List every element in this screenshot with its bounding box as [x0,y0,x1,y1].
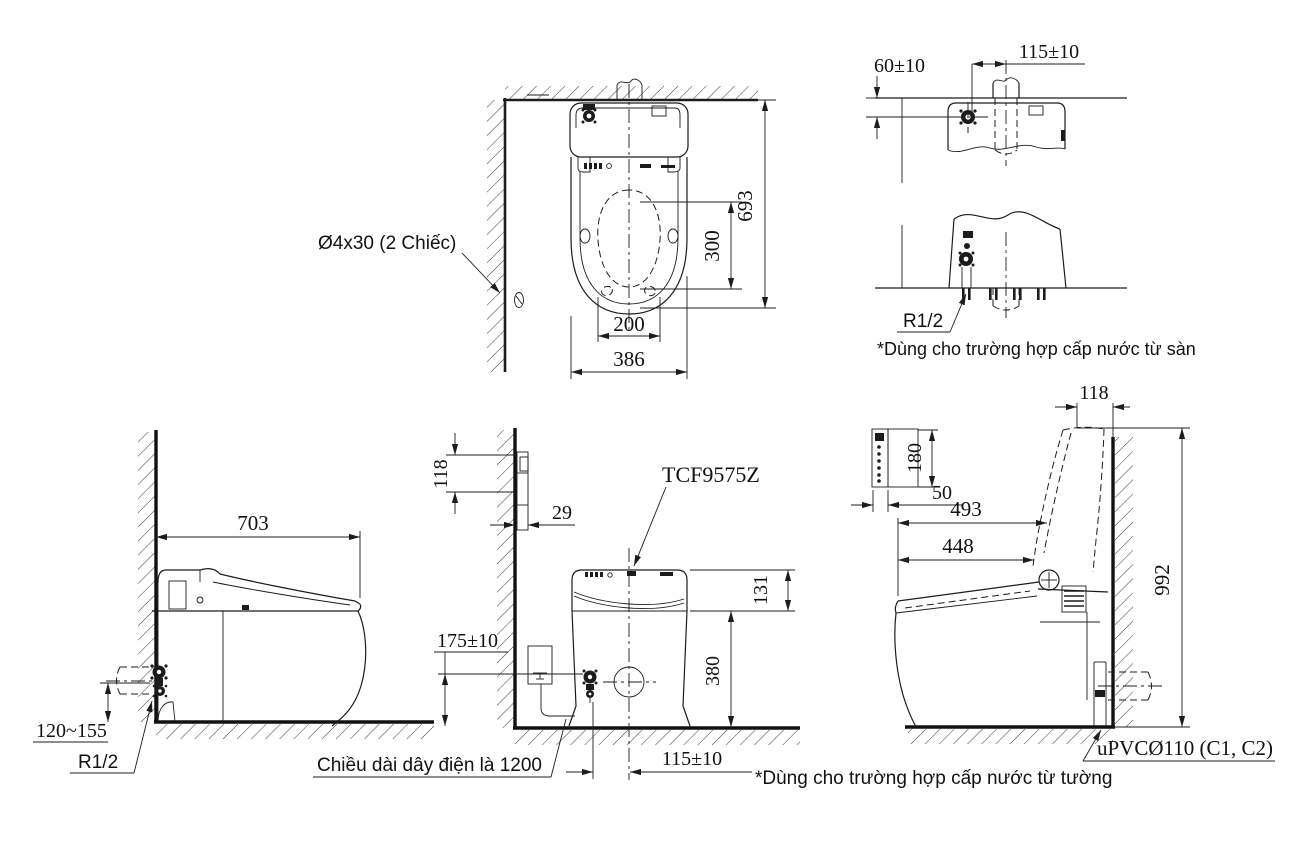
svg-text:180: 180 [904,443,926,473]
wall-hatch [497,430,515,728]
tank-side-port [1061,130,1065,141]
svg-text:200: 200 [613,312,645,336]
thread-label: R1/2 [78,752,118,773]
hinge-tab-left [577,157,591,173]
tank-port [651,105,667,117]
cord-note: Chiều dài dây điện là 1200 [317,755,542,776]
dim-386: 386 [570,276,688,379]
thread-callout: R1/2 [70,700,153,774]
svg-text:118: 118 [430,459,452,488]
tank-inner-band [575,107,681,128]
tank-rear-outline [947,102,1066,150]
toilet-open-outline [894,581,1109,728]
drain-callout: uPVCØ110 (C1, C2) [1082,729,1275,762]
front-valve [582,669,598,703]
svg-text:29: 29 [552,502,572,524]
dim-29: 29 [490,502,575,529]
toilet-side-outline [152,568,367,727]
tank-port [1028,105,1044,116]
wall-hatch-left [487,100,505,372]
svg-text:992: 992 [1150,564,1174,596]
svg-text:386: 386 [613,347,645,371]
bolt-hole [601,285,613,297]
dim-118-lid: 118 [1055,382,1130,437]
bolt-hole [644,285,656,297]
dim-50: 50 [851,482,962,512]
seat-control-strip [584,163,675,169]
wall-hatch [138,432,156,722]
model-callout: TCF9575Z [633,462,760,567]
thread-label: R1/2 [903,311,943,332]
svg-text:175±10: 175±10 [437,630,498,652]
anchor-callout: Ø4x30 (2 Chiếc) [318,233,524,308]
dim-180: 180 [904,429,938,488]
dim-131: 131 [690,569,795,612]
toilet-front-outline [568,569,691,727]
floor-hatch [156,724,434,739]
dim-115-10-top: 115±10 [971,41,1085,112]
dim-703: 703 [156,511,361,598]
tank-break-line [947,144,1066,152]
remote-control [871,428,919,488]
supply-valve [949,102,990,133]
front-view: 118 29 TCF9575Z [313,428,800,780]
svg-text:300: 300 [700,230,724,262]
wall-bracket [516,451,529,531]
plan-view: 693 300 200 386 Ø4x30 (2 Chiếc) [318,78,776,379]
dim-60-10: 60±10 [873,55,925,139]
floor-supply-valve [958,231,1046,300]
wall-hatch [1115,437,1133,727]
side-view: 703 120~155 R1/2 [33,430,434,774]
drain-pipe [1093,661,1162,727]
svg-text:118: 118 [1079,382,1108,404]
svg-text:120~155: 120~155 [36,720,107,742]
dim-693: 693 [640,99,776,309]
tank-valve [581,104,597,124]
floor-hatch [908,729,1113,744]
dim-448: 448 [898,534,1034,564]
dim-120-155: 120~155 [33,682,150,743]
wall-hatch-top [505,86,758,100]
open-lid [1032,426,1105,591]
svg-text:60±10: 60±10 [874,55,925,77]
floor-hatch [515,730,800,745]
cord-box [527,645,575,717]
dim-175-10: 175±10 [434,630,583,726]
dim-380: 380 [702,611,735,727]
power-cord [540,684,575,717]
svg-text:131: 131 [750,575,772,605]
floor-supply-note: *Dùng cho trường hợp cấp nước từ sàn [877,339,1196,359]
model-label: TCF9575Z [662,462,760,487]
svg-text:703: 703 [237,511,269,535]
svg-text:693: 693 [733,190,757,222]
cord-note-callout: Chiều dài dây điện là 1200 [313,718,567,778]
dim-200: 200 [597,297,661,342]
dim-300: 300 [640,201,742,290]
svg-text:115±10: 115±10 [662,748,722,770]
hinge-tab-right [667,157,681,173]
bolt-hole [579,228,591,244]
wall-pipe-stub [616,78,643,99]
anchor-label: Ø4x30 (2 Chiếc) [318,233,456,254]
svg-text:493: 493 [950,497,982,521]
drain-label: uPVCØ110 (C1, C2) [1097,736,1273,760]
anchor-screw [514,292,524,308]
floor-supply-detail: 115±10 60±10 [866,41,1196,359]
bowl-rear-outline [948,211,1067,289]
floor-drain-pipe [992,232,1020,318]
svg-text:448: 448 [942,534,974,558]
bolt-hole [667,228,679,244]
wall-supply-valve [106,664,168,698]
svg-text:50: 50 [932,482,952,504]
dim-992: 992 [1077,427,1190,728]
dim-115-10-bottom: 115±10 [566,702,752,779]
svg-text:380: 380 [702,656,724,686]
thread-callout: R1/2 [897,293,967,333]
open-side-view: 180 50 493 448 118 [755,382,1275,789]
svg-text:115±10: 115±10 [1019,41,1079,63]
dim-118-bracket: 118 [430,433,517,514]
floor-pipe [992,60,1020,166]
wall-supply-note: *Dùng cho trường hợp cấp nước từ tường [755,768,1112,789]
